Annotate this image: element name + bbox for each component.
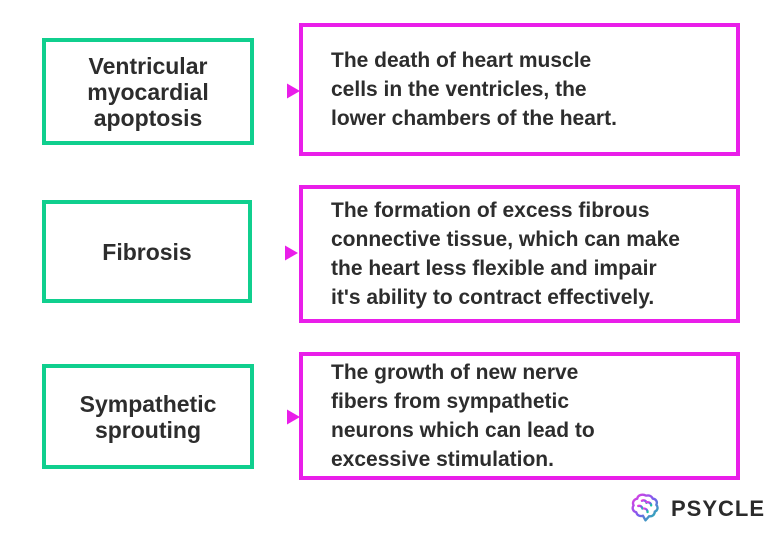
definition-box-sympathetic-sprouting: The growth of new nerve fibers from symp… [299, 352, 740, 480]
definition-text: The growth of new nerve [331, 361, 579, 384]
definition-box-ventricular-myocardial-apoptosis: The death of heart muscle cells in the v… [299, 23, 740, 156]
arrow-icon [252, 409, 300, 425]
term-text: sprouting [94, 416, 202, 443]
brain-icon [631, 493, 659, 522]
definition-text: the heart less flexible and impair [331, 257, 657, 280]
definition-text: excessive stimulation. [331, 448, 554, 471]
term-text: apoptosis [93, 104, 203, 131]
term-text: Sympathetic [79, 390, 217, 417]
definition-text: connective tissue, which can make [331, 228, 680, 251]
definition-text: neurons which can lead to [331, 419, 595, 442]
term-box-ventricular-myocardial-apoptosis: Ventricular myocardial apoptosis [42, 38, 254, 145]
term-text: Ventricular [88, 52, 208, 79]
psycle-logo: PSYCLE [628, 492, 765, 525]
definition-text: lower chambers of the heart. [331, 107, 617, 130]
term-text: myocardial [87, 78, 209, 105]
logo-text: PSYCLE [671, 495, 766, 521]
definition-text: The death of heart muscle [331, 49, 592, 72]
definition-text: fibers from sympathetic [331, 390, 570, 413]
definition-text: cells in the ventricles, the [331, 78, 587, 101]
definition-box-fibrosis: The formation of excess fibrous connecti… [299, 185, 740, 323]
arrow-icon [250, 245, 298, 261]
definition-text: it's ability to contract effectively. [331, 286, 655, 309]
arrow-icon [252, 83, 300, 99]
definition-text: The formation of excess fibrous [331, 199, 650, 222]
term-text: Fibrosis [102, 238, 192, 265]
term-box-sympathetic-sprouting: Sympathetic sprouting [42, 364, 254, 469]
term-box-fibrosis: Fibrosis [42, 200, 252, 303]
